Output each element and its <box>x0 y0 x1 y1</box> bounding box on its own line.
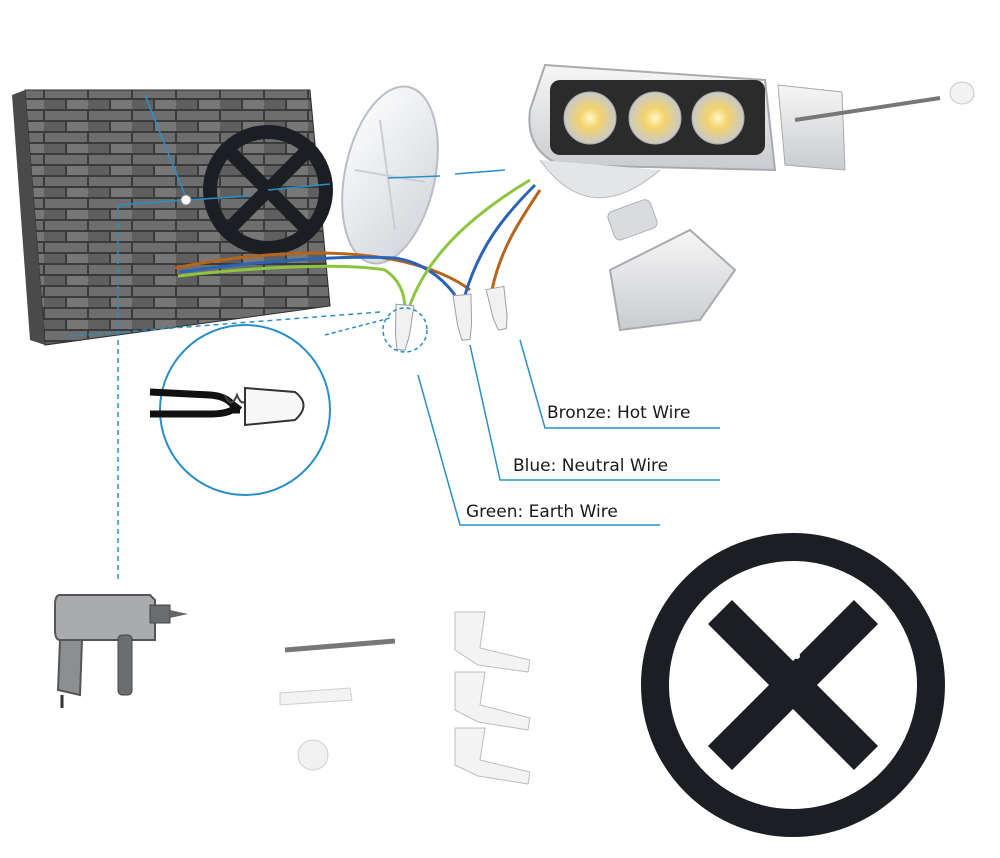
wall-anchor <box>279 687 353 706</box>
drill-icon <box>54 594 188 708</box>
label-leaders <box>417 339 720 526</box>
wire-twist-detail <box>149 317 391 496</box>
wire-connectors <box>382 285 508 353</box>
alignment-lines <box>69 94 506 580</box>
wall-wires <box>174 251 471 311</box>
wire-nut <box>454 727 531 785</box>
label-hot-wire: Bronze: Hot Wire <box>547 403 690 423</box>
label-earth-wire: Green: Earth Wire <box>466 502 618 522</box>
fixture-wires <box>408 178 542 306</box>
screw-cap <box>297 739 329 771</box>
wire-nut <box>454 671 531 731</box>
screw <box>284 638 396 653</box>
screw-cap <box>949 81 975 105</box>
label-neutral-wire: Blue: Neutral Wire <box>513 456 668 476</box>
gasket-large <box>641 533 945 837</box>
mounting-plate <box>341 85 439 265</box>
drill-hole-marker <box>180 194 192 206</box>
wire-nut <box>454 611 531 673</box>
screw <box>794 96 941 122</box>
hardware-parts <box>279 611 531 785</box>
brick-wall <box>12 89 331 346</box>
flood-light-fixture <box>528 63 975 332</box>
